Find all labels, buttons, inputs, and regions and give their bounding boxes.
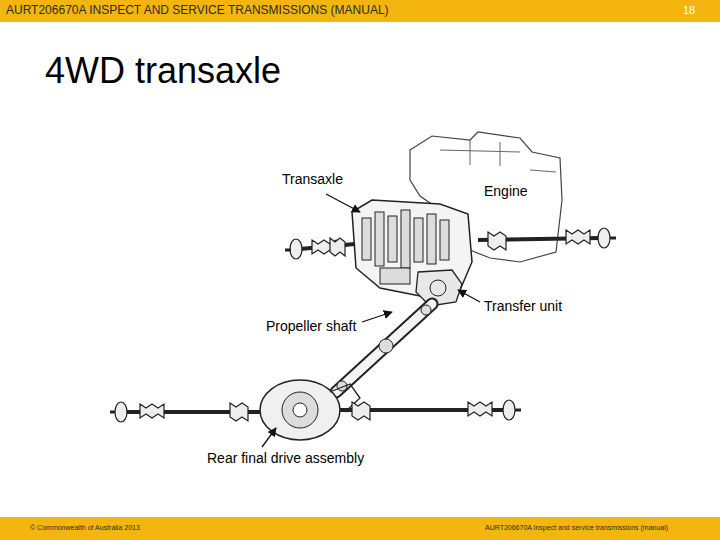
slide-title: 4WD transaxle bbox=[45, 50, 281, 91]
part-label: Engine bbox=[482, 183, 530, 199]
header-text: AURT206670A INSPECT AND SERVICE TRANSMIS… bbox=[6, 4, 389, 18]
part-label: Transfer unit bbox=[482, 298, 564, 314]
page-number: 18 bbox=[683, 4, 695, 17]
footer-text: AURT206670A Inspect and service transmis… bbox=[485, 524, 668, 532]
footer-copyright: © Commonwealth of Australia 2013 bbox=[30, 524, 140, 532]
part-label: Rear final drive assembly bbox=[205, 450, 366, 466]
part-label: Propeller shaft bbox=[264, 318, 358, 334]
part-label: Transaxle bbox=[280, 171, 345, 187]
